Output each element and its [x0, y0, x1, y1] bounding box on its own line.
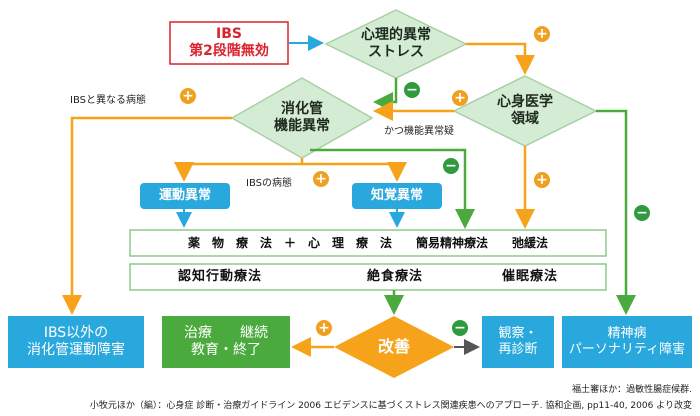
treatment-row2: 認知行動療法 絶食療法 催眠療法 — [130, 264, 606, 290]
note-with-gi-suspect: かつ機能異常疑 — [384, 126, 454, 137]
plus-sign-ibs-pathology: + — [313, 171, 329, 187]
psychiatric-box: 精神病 パーソナリティ障害 — [568, 325, 686, 357]
treatment-cbt: 認知行動療法 — [177, 268, 262, 284]
psychosomatic-label: 心身医学 領域 — [497, 93, 553, 128]
minus-sign-psychiatric: − — [634, 205, 650, 221]
gi-dysfunction-label: 消化管 機能異常 — [274, 100, 330, 135]
motility-box-shape — [140, 183, 230, 209]
note-ibs-pathology: IBSの病態 — [246, 178, 292, 189]
treatment-result-box-shape — [162, 316, 290, 368]
arrow-stress-to-psychosomatic — [466, 42, 535, 75]
citation-line2: 小牧元ほか（編）：心身症 診断・治療ガイドライン 2006 エビデンスに基づくス… — [89, 401, 692, 411]
treatment-row1-shape — [129, 229, 607, 257]
note-different-pathology: IBSと異なる病態 — [70, 95, 146, 106]
arrow-gi-to-perception — [302, 162, 407, 182]
ibs-box-line1: IBS — [216, 25, 242, 42]
arrow-psychosomatic-to-psychiatric — [596, 109, 636, 315]
improvement-label: 改善 — [377, 337, 410, 356]
treatment-result-box: 治療 継続 教育・終了 — [184, 324, 268, 359]
arrow-gi-split — [174, 158, 304, 182]
arrow-gi-to-therapy — [310, 148, 475, 229]
ibs-box-shape — [169, 21, 289, 65]
treatment-fasting: 絶食療法 — [366, 268, 423, 284]
arrow-gi-to-other — [62, 116, 232, 315]
minus-sign-improvement: − — [452, 320, 468, 336]
observe-box: 観察・ 再診断 — [498, 325, 538, 357]
treatment-row2-shape — [129, 263, 607, 291]
minus-sign-stress-down: − — [404, 82, 420, 98]
perception-box-shape — [352, 183, 442, 209]
psych-stress-label: 心理的異常 ストレス — [361, 26, 431, 61]
plus-sign-stress-right: + — [534, 26, 550, 42]
perception-box: 知覚異常 — [370, 187, 423, 203]
citation-line1: 福土審ほか：過敏性腸症候群. — [572, 385, 692, 395]
other-gi-box-shape — [8, 316, 144, 368]
ibs-box: IBS 第2段階無効 — [170, 22, 288, 64]
treatment-hypnosis: 催眠療法 — [501, 268, 558, 284]
plus-sign-improvement: + — [316, 320, 332, 336]
motility-box: 運動異常 — [158, 187, 211, 203]
observe-box-shape — [482, 316, 554, 368]
plus-sign-psychosomatic-left: + — [452, 90, 468, 106]
other-gi-box: IBS以外の 消化管運動障害 — [27, 324, 125, 359]
ibs-box-line2: 第2段階無効 — [189, 43, 269, 59]
minus-sign-gi-therapy: − — [443, 158, 459, 174]
diamond-improvement — [334, 316, 454, 378]
plus-sign-different-pathology: + — [180, 88, 196, 104]
plus-sign-psychosomatic-down: + — [534, 172, 550, 188]
treatment-row1: 薬 物 療 法 ＋ 心 理 療 法 簡易精神療法 弛緩法 — [187, 235, 548, 250]
psychiatric-box-shape — [562, 316, 692, 368]
arrow-stress-to-gi — [373, 78, 398, 112]
